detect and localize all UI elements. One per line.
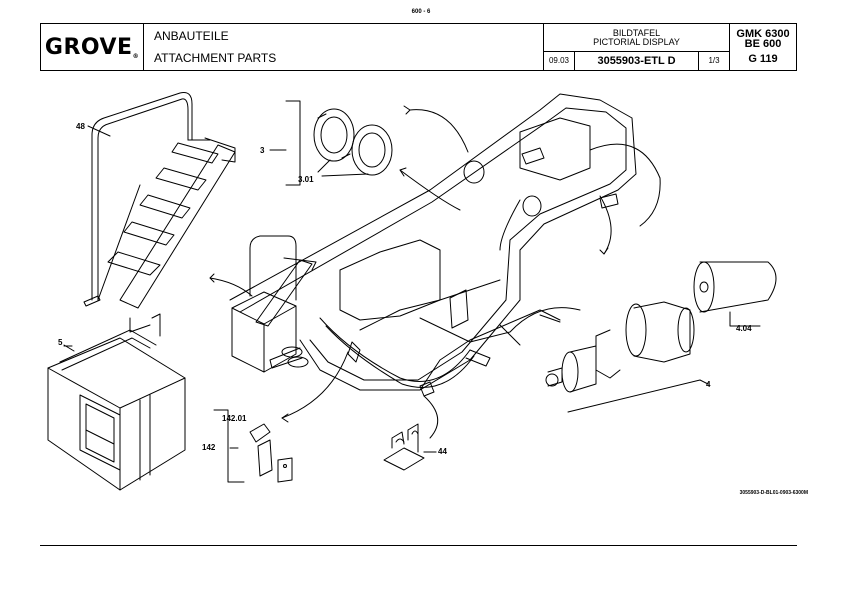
title-german: ANBAUTEILE [154,29,229,43]
bracket-part-142 [213,409,293,483]
bottom-rule [40,545,797,546]
callout-4: 4 [706,380,711,389]
grove-logo: GROVE® [44,34,140,60]
page-number: 600 - 6 [411,9,431,15]
pictorial-english: PICTORIAL DISPLAY [593,37,680,47]
ring-part-3 [269,100,393,186]
callout-142-01: 142.01 [222,414,247,423]
box-frame-part-5 [47,313,186,491]
callout-5: 5 [58,338,63,347]
title-block: GROVE® ANBAUTEILE ATTACHMENT PARTS BILDT… [40,23,797,71]
sheet-number: 1/3 [699,52,730,70]
ladder-part-48 [83,92,236,309]
main-frame [229,93,637,397]
callout-leaders [63,125,437,453]
callout-3-01: 3.01 [298,175,314,184]
model-line-3: G 119 [748,53,778,65]
model-cell: GMK 6300 BE 600 G 119 [730,24,796,70]
callout-4-04: 4.04 [736,324,752,333]
pictorial-german: BILDTAFEL [612,28,661,38]
callout-3: 3 [260,146,265,155]
model-line-1: GMK 6300 [736,28,790,40]
logo-cell: GROVE® [41,24,144,70]
callout-142: 142 [202,443,216,452]
title-english: ATTACHMENT PARTS [154,51,277,65]
callout-48: 48 [76,122,85,131]
date-cell: 09.03 [544,52,575,70]
motion-arrows [209,105,661,439]
model-line-2: BE 600 [744,38,782,50]
bracket-part-44 [383,423,437,471]
document-number: 3055903-ETL D [575,52,699,70]
frame-mounted-ladder [231,235,317,373]
callout-44: 44 [438,447,447,456]
cylinder-part-4 [545,261,777,413]
pictorial-cell: BILDTAFEL PICTORIAL DISPLAY [544,24,730,52]
drawing-reference: 3055903-D-BL01-0903-6300M [739,490,808,496]
title-cell: ANBAUTEILE ATTACHMENT PARTS [144,24,544,70]
